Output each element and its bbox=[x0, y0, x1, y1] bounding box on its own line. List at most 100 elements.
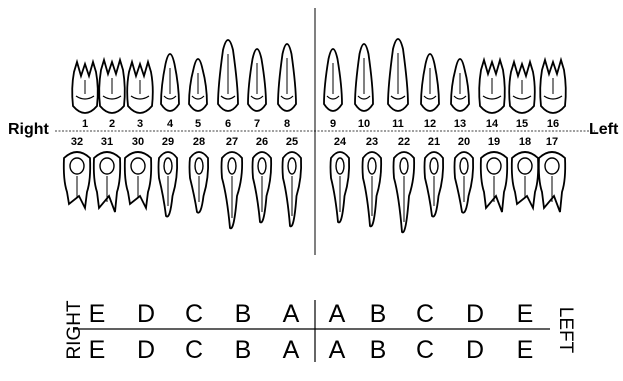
lower-tooth bbox=[510, 151, 540, 212]
lower-tooth-number: 27 bbox=[226, 136, 238, 148]
upper-tooth-number: 7 bbox=[254, 118, 260, 130]
primary-upper-letter: B bbox=[235, 300, 252, 328]
lower-tooth bbox=[251, 151, 273, 224]
lower-tooth-pulp bbox=[194, 157, 204, 175]
upper-tooth-cej bbox=[250, 95, 264, 100]
lower-tooth-number: 23 bbox=[366, 136, 378, 148]
upper-tooth-number: 10 bbox=[358, 118, 370, 130]
primary-upper-letter: A bbox=[329, 300, 346, 328]
upper-tooth-number: 6 bbox=[225, 118, 231, 130]
upper-tooth-cej bbox=[482, 95, 502, 100]
lower-tooth bbox=[392, 151, 416, 234]
upper-tooth-number: 15 bbox=[516, 118, 528, 130]
lower-tooth-pulp bbox=[99, 157, 115, 175]
upper-tooth-number: 12 bbox=[424, 118, 436, 130]
lower-tooth-number: 24 bbox=[334, 136, 347, 148]
lower-tooth-number: 32 bbox=[71, 136, 83, 148]
lower-tooth-pulp bbox=[459, 157, 469, 175]
lower-tooth-number: 21 bbox=[428, 136, 440, 148]
lower-tooth bbox=[537, 151, 567, 213]
lower-tooth-number: 22 bbox=[398, 136, 410, 148]
lower-tooth bbox=[220, 151, 244, 230]
upper-tooth-cej bbox=[357, 95, 371, 100]
lower-tooth-number: 31 bbox=[101, 136, 113, 148]
upper-tooth-cej bbox=[543, 95, 563, 100]
upper-tooth-cej bbox=[163, 95, 177, 100]
lower-teeth-group bbox=[62, 151, 567, 234]
upper-tooth-cej bbox=[280, 95, 294, 100]
lower-tooth-pulp bbox=[69, 157, 85, 175]
upper-tooth-number: 5 bbox=[195, 118, 201, 130]
lower-tooth-number: 25 bbox=[286, 136, 298, 148]
upper-tooth bbox=[508, 58, 536, 114]
primary-upper-letter: A bbox=[283, 300, 300, 328]
primary-lower-letter: B bbox=[235, 336, 252, 364]
upper-tooth bbox=[188, 58, 208, 112]
primary-lower-letter: C bbox=[185, 336, 203, 364]
lower-tooth-number: 18 bbox=[519, 136, 531, 148]
lower-tooth-number: 29 bbox=[162, 136, 174, 148]
primary-upper-letter: D bbox=[466, 300, 484, 328]
upper-tooth-number: 1 bbox=[82, 118, 88, 130]
upper-tooth bbox=[98, 56, 126, 114]
lower-tooth-pulp bbox=[486, 157, 502, 175]
upper-tooth-number: 4 bbox=[167, 118, 174, 130]
lower-tooth-pulp bbox=[544, 157, 560, 175]
lower-tooth-number: 19 bbox=[488, 136, 500, 148]
lower-tooth bbox=[92, 151, 122, 213]
upper-tooth-cej bbox=[102, 95, 122, 100]
left-side-label: Left bbox=[589, 121, 619, 138]
lower-tooth-pulp bbox=[335, 157, 345, 175]
upper-tooth-cej bbox=[220, 95, 236, 100]
upper-tooth bbox=[71, 58, 99, 114]
upper-tooth bbox=[539, 56, 567, 114]
primary-lower-letter: D bbox=[137, 336, 155, 364]
lower-tooth bbox=[423, 151, 445, 218]
lower-tooth-number: 26 bbox=[256, 136, 268, 148]
upper-tooth-cej bbox=[390, 95, 406, 100]
upper-tooth bbox=[277, 43, 297, 112]
lower-tooth-pulp bbox=[287, 157, 297, 175]
upper-tooth bbox=[217, 39, 239, 112]
upper-tooth bbox=[126, 58, 154, 114]
lower-tooth bbox=[453, 151, 475, 214]
upper-tooth-cej bbox=[130, 95, 150, 100]
lower-tooth bbox=[329, 151, 351, 224]
primary-upper-letter: B bbox=[370, 300, 387, 328]
primary-right-label: RIGHT bbox=[64, 300, 85, 360]
primary-lower-letter: E bbox=[89, 336, 106, 364]
upper-tooth-cej bbox=[75, 95, 95, 100]
upper-tooth-number: 3 bbox=[137, 118, 143, 130]
upper-tooth-number: 11 bbox=[392, 118, 404, 130]
upper-tooth-cej bbox=[191, 95, 205, 100]
primary-lower-letter: A bbox=[329, 336, 346, 364]
lower-tooth bbox=[361, 151, 383, 228]
upper-tooth-number: 8 bbox=[284, 118, 290, 130]
lower-tooth-number: 30 bbox=[132, 136, 144, 148]
upper-tooth bbox=[420, 53, 440, 112]
lower-tooth bbox=[479, 151, 509, 213]
lower-tooth-pulp bbox=[399, 157, 409, 175]
lower-tooth-pulp bbox=[130, 157, 146, 175]
lower-tooth-pulp bbox=[517, 157, 533, 175]
upper-tooth bbox=[323, 48, 343, 112]
lower-tooth-pulp bbox=[257, 157, 267, 175]
upper-tooth bbox=[247, 48, 267, 112]
upper-tooth-number: 16 bbox=[547, 118, 559, 130]
lower-tooth bbox=[157, 151, 179, 218]
upper-tooth bbox=[354, 43, 374, 112]
upper-tooth-number: 9 bbox=[330, 118, 336, 130]
lower-tooth bbox=[62, 151, 92, 212]
upper-teeth-group bbox=[71, 38, 567, 114]
upper-tooth-cej bbox=[326, 95, 340, 100]
primary-lower-letter: E bbox=[517, 336, 534, 364]
primary-upper-letter: D bbox=[137, 300, 155, 328]
upper-tooth-cej bbox=[423, 95, 437, 100]
primary-upper-letter: C bbox=[416, 300, 434, 328]
upper-tooth-cej bbox=[512, 95, 532, 100]
primary-upper-letter: E bbox=[517, 300, 534, 328]
lower-tooth-pulp bbox=[163, 157, 173, 175]
primary-left-label: LEFT bbox=[555, 307, 576, 354]
